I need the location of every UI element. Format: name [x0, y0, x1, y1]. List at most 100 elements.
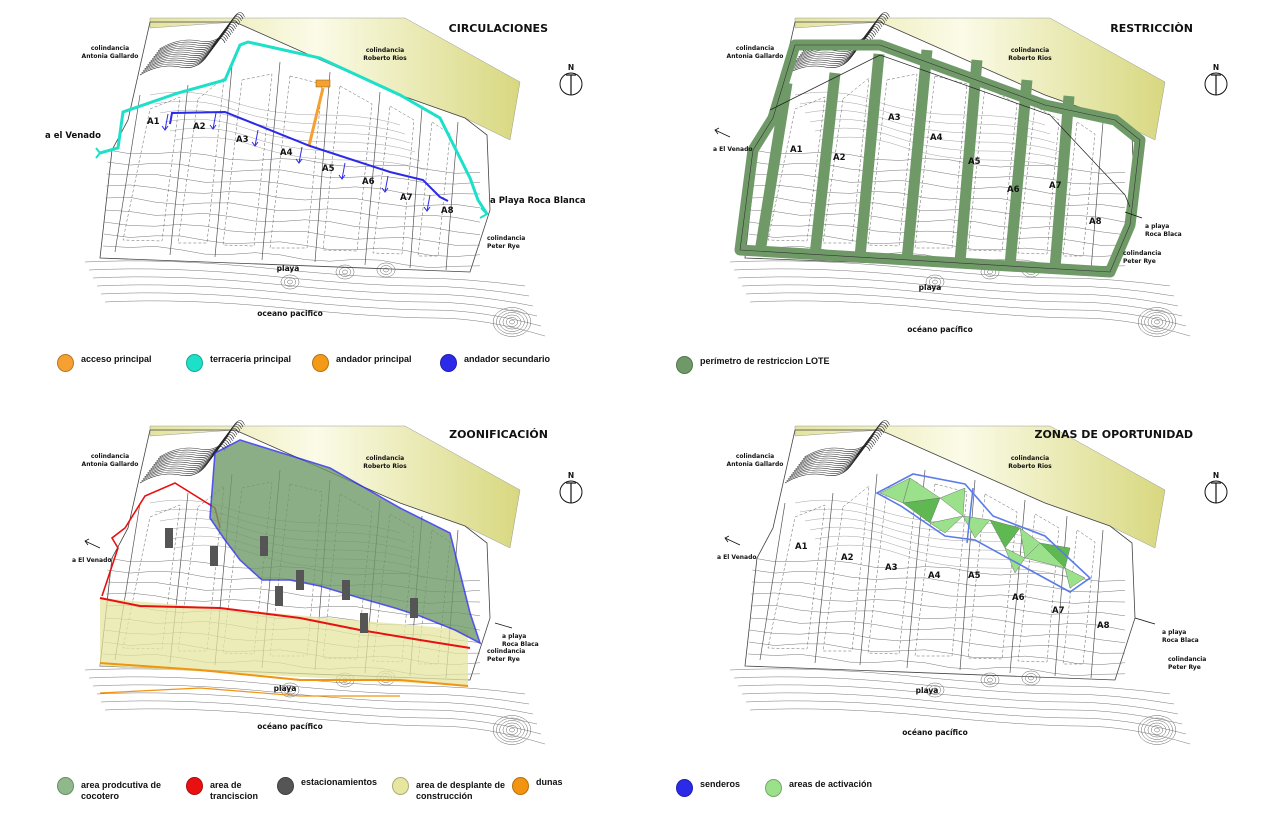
site-base-map: [729, 12, 1191, 337]
lot-label: A6: [1007, 185, 1020, 195]
parking-block: [260, 536, 268, 556]
north-label: N: [568, 63, 574, 72]
north-arrow-icon: N: [1204, 63, 1228, 96]
panel-title: ZONAS DE OPORTUNIDAD: [1034, 428, 1193, 441]
neighbor-label-line: colindancia: [736, 453, 774, 460]
neighbor-label-line: colindancia: [487, 648, 525, 655]
lot-label: A2: [833, 153, 846, 163]
legend-item: perímetro de restriccion LOTE: [676, 356, 830, 374]
panel-title: CIRCULACIONES: [449, 22, 548, 35]
west-direction-label: a El Venado: [72, 557, 112, 564]
neighbor-label-line: colindancia: [91, 45, 129, 52]
neighbor-label-line: colindancia: [1011, 455, 1049, 462]
parking-block: [275, 586, 283, 606]
beach-label: playa: [277, 264, 300, 273]
lot-label: A4: [928, 571, 941, 581]
legend-item: area prodcutiva de cocotero: [57, 777, 171, 802]
legend-item: dunas: [512, 777, 563, 795]
transition-line: [99, 597, 471, 649]
neighbor-property: [149, 17, 521, 141]
east-direction-label: Roca Blaca: [1162, 637, 1199, 644]
legend-label: andador principal: [336, 354, 412, 364]
neighbor-label-line: Peter Rye: [487, 656, 520, 663]
parking-block: [165, 528, 173, 548]
legend-item: estacionamientos: [277, 777, 377, 795]
legend-label: senderos: [700, 779, 741, 789]
neighbor-label-line: Peter Rye: [1123, 258, 1156, 265]
beach-label: playa: [919, 283, 942, 292]
parking-block: [296, 570, 304, 590]
neighbor-label-line: colindancia: [487, 235, 525, 242]
lot-label: A7: [400, 193, 413, 203]
legend-swatch-icon: [765, 779, 782, 797]
lot-label: A1: [790, 145, 803, 155]
neighbor-label-line: Roberto Rios: [363, 55, 407, 62]
north-label: N: [1213, 63, 1219, 72]
east-direction-label: a playa: [502, 633, 526, 640]
panel-title: RESTRICCIÒN: [1110, 22, 1193, 35]
legend-label: estacionamientos: [301, 777, 378, 787]
lot-label: A8: [1089, 217, 1102, 227]
legend-swatch-icon: [676, 779, 693, 797]
lot-label: A8: [1097, 621, 1110, 631]
neighbor-label-line: colindancia: [366, 455, 404, 462]
beach-label: playa: [916, 686, 939, 695]
parking-block: [210, 546, 218, 566]
legend-item: areas de activación: [765, 779, 872, 797]
neighbor-label-line: Antonia Gallardo: [727, 461, 784, 468]
restriction-perimeter: [734, 39, 1146, 278]
lot-label: A5: [968, 157, 981, 167]
andador-secundario: [169, 110, 449, 202]
north-arrow-icon: N: [559, 471, 583, 504]
parking-block: [410, 598, 418, 618]
lot-label: A5: [968, 571, 981, 581]
terraceria-route: [99, 40, 489, 215]
legend-swatch-icon: [186, 354, 203, 372]
lot-label: A2: [841, 553, 854, 563]
desplante-area: [100, 598, 468, 686]
legend-swatch-icon: [440, 354, 457, 372]
legend-swatch-icon: [186, 777, 203, 795]
ocean-label: oceano pacifico: [257, 309, 322, 318]
legend-item: area de tranciscion: [186, 777, 270, 802]
north-arrow-icon: N: [1204, 471, 1228, 504]
legend-item: acceso principal: [57, 354, 152, 372]
neighbor-label-line: Roberto Rios: [363, 463, 407, 470]
north-label: N: [1213, 471, 1219, 480]
north-arrow-icon: N: [559, 63, 583, 96]
legend-label: perímetro de restriccion LOTE: [700, 356, 830, 366]
legend-item: senderos: [676, 779, 740, 797]
neighbor-label-line: Roberto Rios: [1008, 55, 1052, 62]
legend-label: acceso principal: [81, 354, 152, 364]
legend-label: dunas: [536, 777, 563, 787]
legend-item: andador secundario: [440, 354, 550, 372]
site-base-map: [84, 12, 546, 337]
legend-item: area de desplante de construcción: [392, 777, 506, 802]
east-direction-label: a playa: [1145, 223, 1169, 230]
neighbor-label-line: Antonia Gallardo: [82, 53, 139, 60]
ocean-label: océano pacífico: [902, 728, 967, 737]
lot-label: A1: [147, 117, 160, 127]
neighbor-label-line: colindancia: [91, 453, 129, 460]
legend-label: andador secundario: [464, 354, 551, 364]
neighbor-label-line: Peter Rye: [1168, 664, 1201, 671]
panel-title: ZOONIFICACIÓN: [449, 428, 548, 441]
legend-swatch-icon: [57, 777, 74, 795]
legend-label: area de tranciscion: [210, 780, 259, 801]
legend-swatch-icon: [392, 777, 409, 795]
lot-label: A3: [888, 113, 901, 123]
lot-label: A8: [441, 206, 454, 216]
site-boundary: [744, 429, 1136, 681]
parking-block: [360, 613, 368, 633]
lot-label: A6: [362, 177, 375, 187]
ocean-label: océano pacífico: [257, 722, 322, 731]
lot-label: A7: [1049, 181, 1062, 191]
site-base-map: [729, 420, 1191, 745]
legend-label: area prodcutiva de cocotero: [81, 780, 162, 801]
north-label: N: [568, 471, 574, 480]
activation-zones: [879, 477, 1086, 589]
